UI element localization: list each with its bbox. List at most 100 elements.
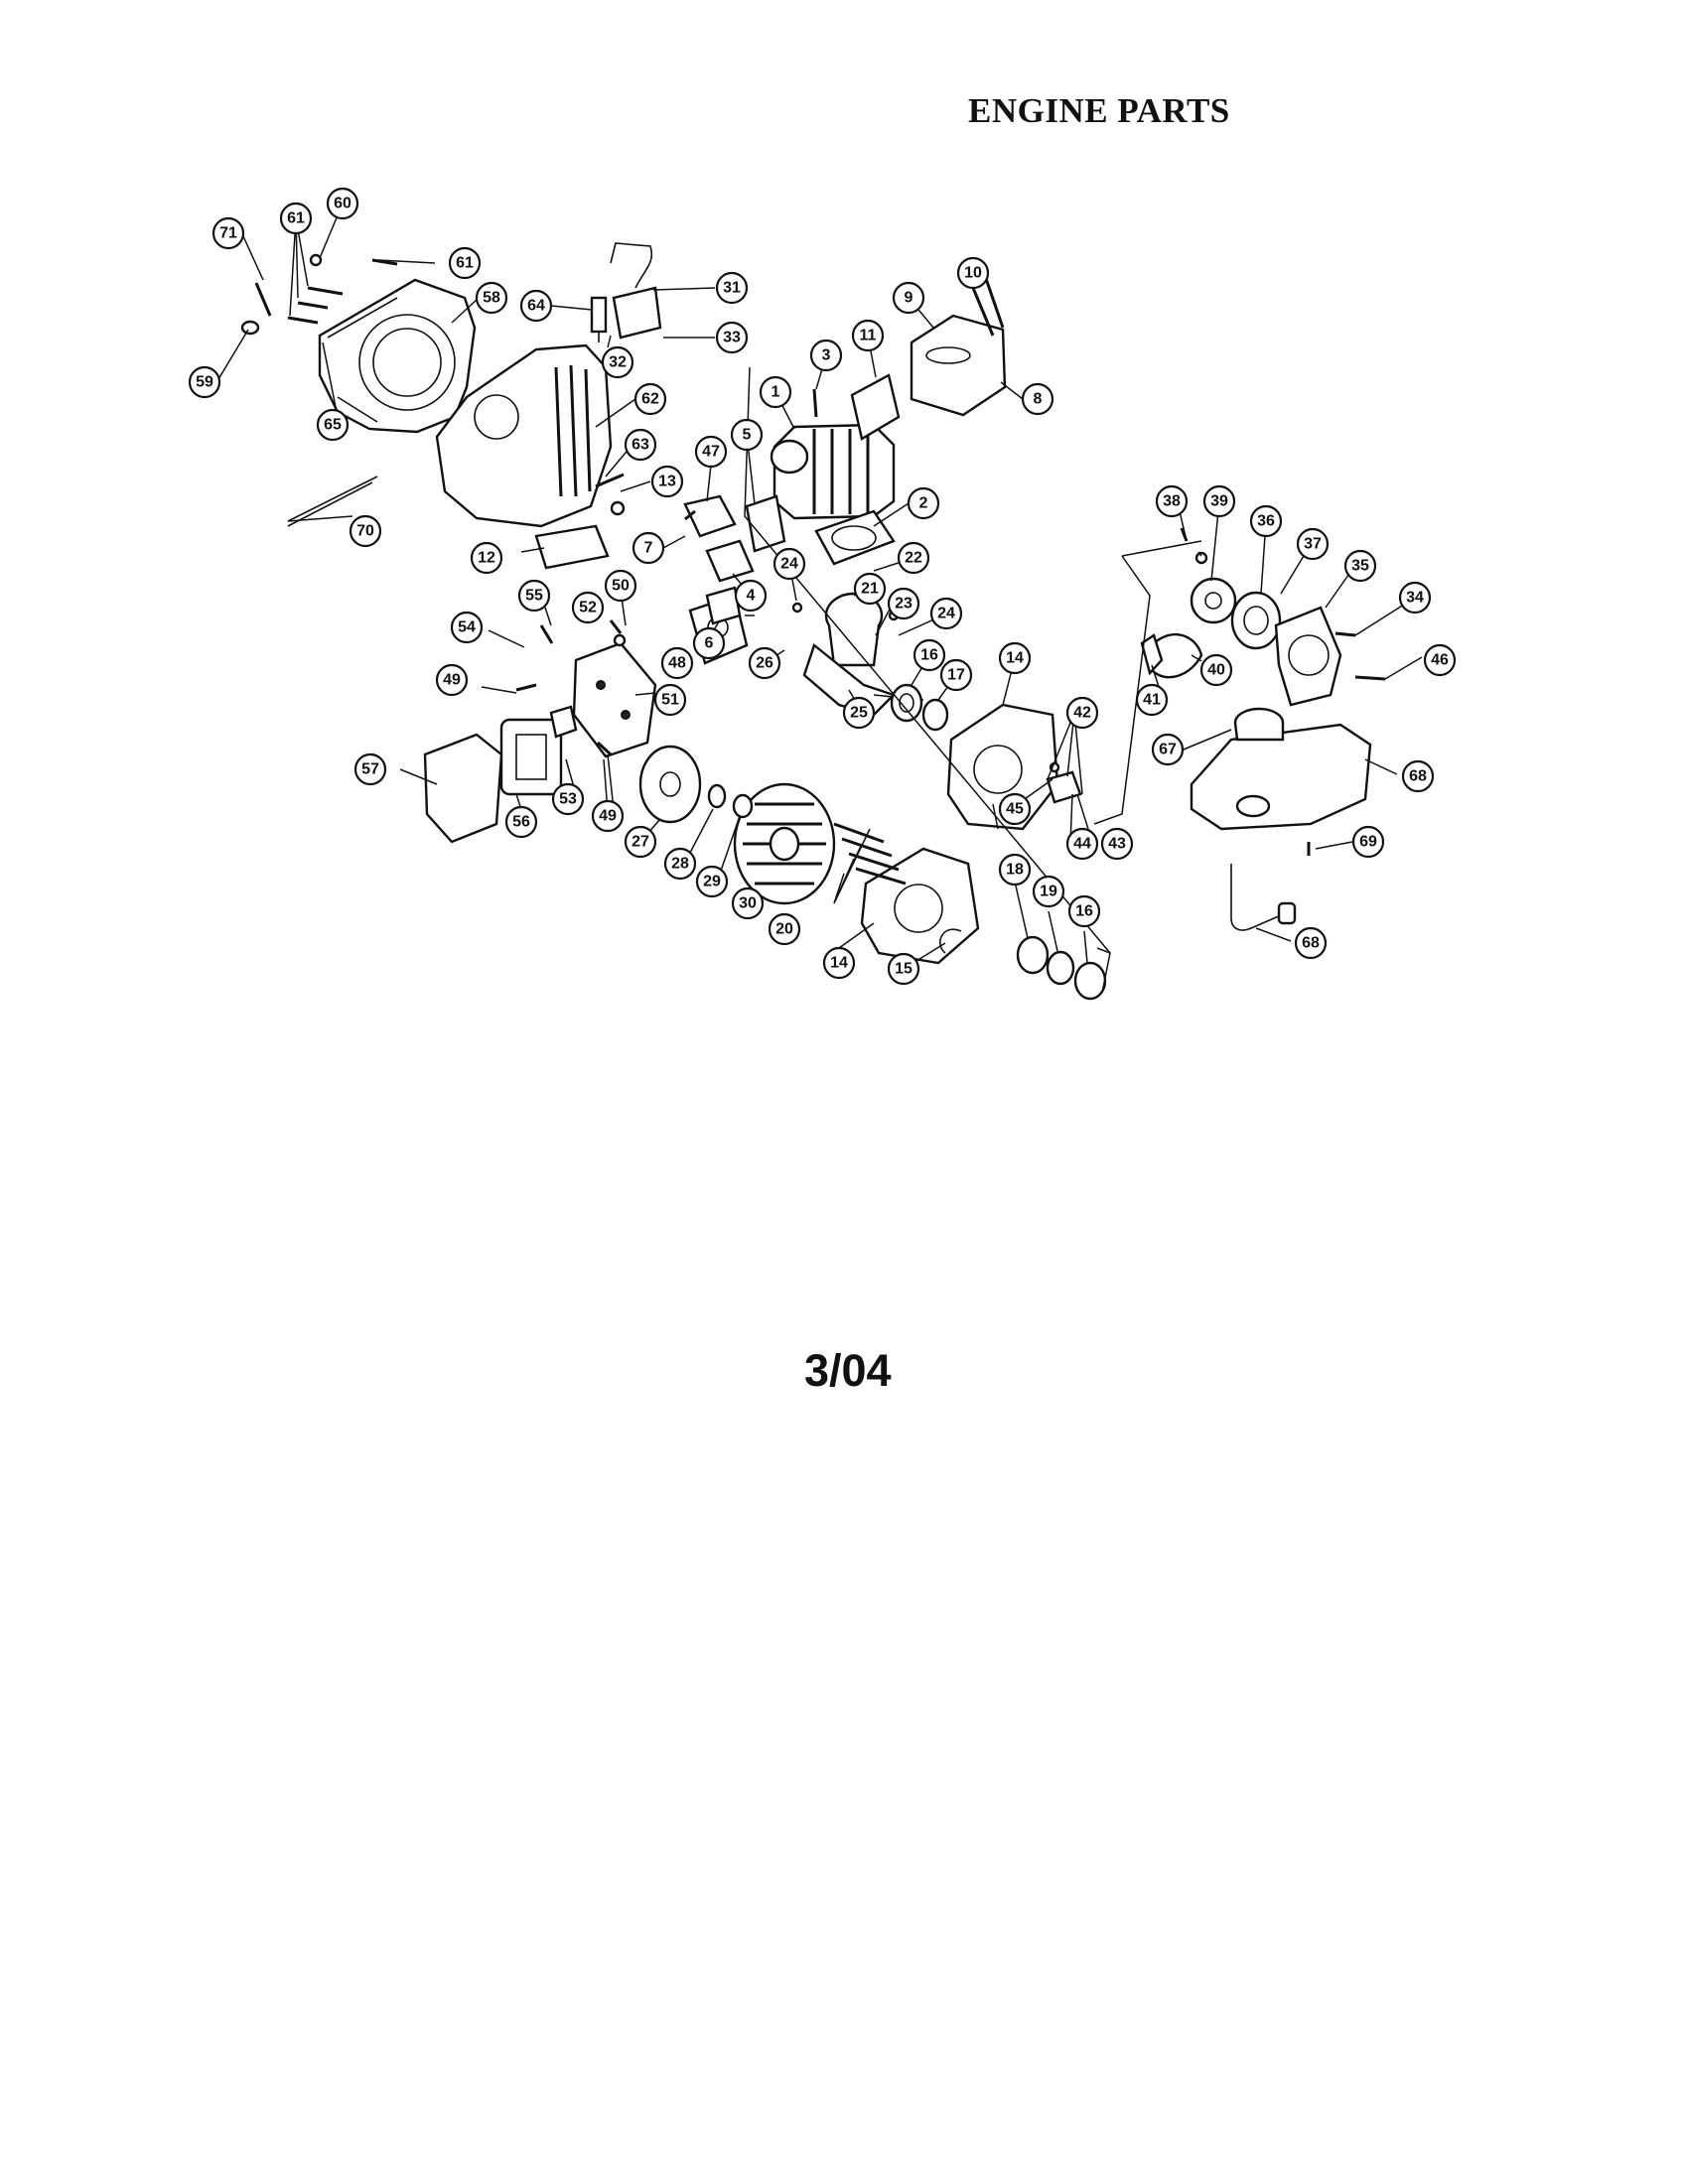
callout-55-number: 55 [525,588,543,605]
callout-53-number: 53 [559,791,577,808]
callout-47: 47 [694,435,728,469]
callout-56: 56 [504,805,538,839]
callout-7: 7 [632,531,665,565]
callout-27-number: 27 [632,834,649,851]
callout-43: 43 [1100,827,1134,861]
callout-47-number: 47 [702,444,720,461]
callout-33: 33 [715,321,749,354]
callout-22: 22 [897,541,930,575]
callout-30-number: 30 [739,895,757,912]
callout-36-number: 36 [1257,513,1275,530]
callout-46-number: 46 [1431,652,1449,669]
callout-14-upper: 14 [998,641,1032,675]
callout-39-number: 39 [1210,493,1228,510]
callout-49-upper-number: 49 [443,672,461,689]
callout-69: 69 [1351,825,1385,859]
callout-62-number: 62 [641,391,659,408]
callout-6-number: 6 [705,635,714,652]
callout-45-number: 45 [1006,801,1024,818]
callout-44-number: 44 [1073,836,1091,853]
small-bracket-drawings [534,494,755,625]
callout-49-lower: 49 [591,799,625,833]
callout-40: 40 [1199,653,1233,687]
callout-24-right-number: 24 [937,606,955,622]
callout-57: 57 [353,752,387,786]
callout-48-number: 48 [668,655,686,672]
ignition-coil-drawing [590,242,662,342]
callout-9-number: 9 [905,290,913,307]
callout-41-number: 41 [1143,692,1161,709]
callout-42-number: 42 [1073,705,1091,722]
callout-29: 29 [695,865,729,898]
callout-4-number: 4 [747,588,756,605]
callout-67: 67 [1151,733,1185,766]
callout-10-number: 10 [964,265,982,282]
callout-64: 64 [519,289,553,323]
callout-59: 59 [188,365,221,399]
callout-70: 70 [349,514,382,548]
callout-25: 25 [842,696,876,730]
callout-61-right: 61 [448,246,482,280]
callout-68-upper-number: 68 [1409,768,1427,785]
callout-53: 53 [551,782,585,816]
callout-33-number: 33 [723,330,741,346]
callout-2-number: 2 [919,495,928,512]
callout-67-number: 67 [1159,742,1177,758]
callout-11: 11 [851,319,885,352]
callout-68-upper: 68 [1401,759,1435,793]
callout-23: 23 [887,587,920,620]
callout-28-number: 28 [671,856,689,873]
callout-42: 42 [1065,696,1099,730]
callout-52-number: 52 [579,600,597,616]
gasket-drawings [745,373,901,566]
callout-5-number: 5 [743,427,752,444]
piston-crank-drawing [802,592,924,717]
callout-41: 41 [1135,683,1169,717]
callout-17: 17 [939,658,973,692]
callout-55: 55 [517,579,551,613]
callout-15: 15 [887,952,920,986]
flywheel-drawing [733,782,836,905]
callout-25-number: 25 [850,705,868,722]
part-drawings [217,203,1423,1001]
callout-40-number: 40 [1207,662,1225,679]
callout-49-upper: 49 [435,663,469,697]
callout-16-lower: 16 [1067,894,1101,928]
callout-14-lower: 14 [822,946,856,980]
engine-shroud-drawing [435,343,613,528]
callout-71: 71 [211,216,245,250]
callout-32-number: 32 [609,354,627,371]
callout-63: 63 [624,428,657,462]
callout-71-number: 71 [219,225,237,242]
crankcase-drawings [860,703,1059,965]
fuel-tank-drawing [1190,707,1372,931]
callout-12: 12 [470,541,503,575]
callout-61-right-number: 61 [456,255,474,272]
callout-14-upper-number: 14 [1006,650,1024,667]
callout-56-number: 56 [512,814,530,831]
callout-31-number: 31 [723,280,741,297]
callout-6: 6 [692,626,726,660]
callout-13: 13 [650,465,684,498]
callout-38-number: 38 [1163,493,1181,510]
callout-10: 10 [956,256,990,290]
callout-64-number: 64 [527,298,545,315]
spring-rod-drawings [254,282,378,527]
callout-32: 32 [601,345,634,379]
callout-52: 52 [571,591,605,624]
callout-19: 19 [1032,875,1065,908]
callout-24-left: 24 [772,547,806,581]
callout-45: 45 [998,792,1032,826]
clutch-drawing [638,745,754,824]
callout-26: 26 [748,646,781,680]
callout-8: 8 [1021,382,1054,416]
callout-51-number: 51 [661,692,679,709]
callout-60: 60 [326,187,359,220]
callout-1-number: 1 [772,384,780,401]
callout-16-upper-number: 16 [920,647,938,664]
callout-51: 51 [653,683,687,717]
callout-65: 65 [316,408,350,442]
callout-22-number: 22 [905,550,922,567]
callout-19-number: 19 [1040,884,1057,900]
